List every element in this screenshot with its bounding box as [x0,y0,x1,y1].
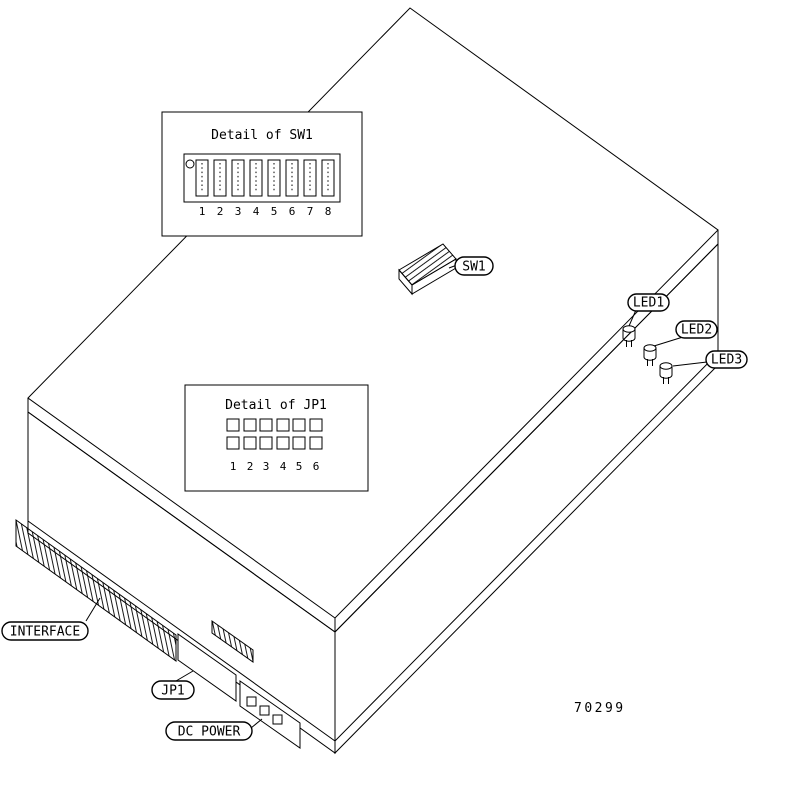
interface-edge-connector-strip [15,519,177,662]
leader-lines [85,264,708,729]
sw1-callout-frame [454,256,494,276]
led2-callout-label: LED2 [681,323,712,338]
sw1-body-top [398,243,457,286]
sw1-slot-1 [195,159,209,197]
led2-top [643,344,657,352]
sw1-slot-5 [267,159,281,197]
led3-component [659,362,673,384]
dc-power-pin [246,696,257,707]
jp1-pin-label-1: 1 [230,460,237,473]
jp1-pin-strip [211,620,254,663]
jp1-pad [292,418,306,432]
sw1-pin1-indicator [185,159,195,169]
jp1-pin-label-6: 6 [313,460,320,473]
sw1-pin-label-8: 8 [325,205,332,218]
led3-base [659,374,673,379]
dc-power-connector [239,680,301,749]
jp1-callout-label: JP1 [161,684,184,699]
sw1-pin-label-6: 6 [289,205,296,218]
led3-callout-frame [705,350,748,369]
led3-leader [672,361,708,367]
jp1-pad [309,418,323,432]
led1-callout-frame [627,293,670,312]
dc-power-pin [272,714,283,725]
interface-leader [85,597,101,622]
sw1-detail-title: Detail of SW1 [211,128,313,143]
jp1-callout-frame [151,680,195,700]
dc-power-callout-label: DC POWER [178,725,241,740]
jp1-connector [177,620,254,702]
sw1-pin-label-1: 1 [199,205,206,218]
jp1-pad [276,436,290,450]
jp1-pad [292,436,306,450]
jp1-pin-label-5: 5 [296,460,303,473]
jp1-pad [309,436,323,450]
interface-callout-frame [1,621,89,641]
sw1-callout: SW1 [454,256,494,276]
jp1-callout: JP1 [151,680,195,700]
jp1-pad [243,436,257,450]
jp1-pad [259,418,273,432]
jp1-detail-inset: Detail of JP1 1 2 3 4 5 6 [184,384,369,492]
led1-base [622,337,636,342]
jp1-pad [226,436,240,450]
led1-leader [628,309,637,327]
led2-callout-frame [675,320,718,339]
dc-power-callout-frame [165,721,253,741]
jp1-leader [175,670,194,682]
figure-part-number: 70299 [574,701,626,716]
sw1-callout-label: SW1 [462,260,485,275]
sw1-pin-label-5: 5 [271,205,278,218]
interface-connector [15,519,177,662]
sw1-pin-label-7: 7 [307,205,314,218]
sw1-pin-label-2: 2 [217,205,224,218]
enclosure [27,7,719,755]
interface-callout: INTERFACE [1,621,89,641]
dc-power-callout: DC POWER [165,721,253,741]
sw1-slot-6 [285,159,299,197]
sw1-detail-inset: Detail of SW1 1 2 3 4 5 6 [161,111,363,237]
led1-top [622,325,636,333]
led3-top [659,362,673,370]
jp1-connector-block [177,633,237,702]
led1-callout: LED1 [627,293,670,312]
led2-base [643,356,657,361]
jp1-pin-label-2: 2 [247,460,254,473]
interface-callout-label: INTERFACE [10,625,80,640]
jp1-pad [226,418,240,432]
led2-callout: LED2 [675,320,718,339]
jp1-pad [243,418,257,432]
sw1-slot-2 [213,159,227,197]
sw1-slots [195,159,335,197]
led1-callout-label: LED1 [633,296,664,311]
jp1-pads [226,418,323,450]
sw1-pin-label-4: 4 [253,205,260,218]
led3-callout-label: LED3 [711,353,742,368]
sw1-position-numbers: 1 2 3 4 5 6 7 8 [199,205,332,218]
jp1-pin-label-4: 4 [280,460,287,473]
dc-power-leader [250,718,263,729]
led2-leader [653,336,684,347]
sw1-slot-7 [303,159,317,197]
led2-component [643,344,657,366]
jp1-detail-title: Detail of JP1 [225,398,327,413]
jp1-pad [276,418,290,432]
sw1-pin-label-3: 3 [235,205,242,218]
sw1-slot-4 [249,159,263,197]
sw1-slot-8 [321,159,335,197]
sw1-slot-3 [231,159,245,197]
jp1-pin-label-3: 3 [263,460,270,473]
led3-callout: LED3 [705,350,748,369]
jp1-pad [259,436,273,450]
dc-power-pin [259,705,270,716]
jp1-position-numbers: 1 2 3 4 5 6 [230,460,320,473]
